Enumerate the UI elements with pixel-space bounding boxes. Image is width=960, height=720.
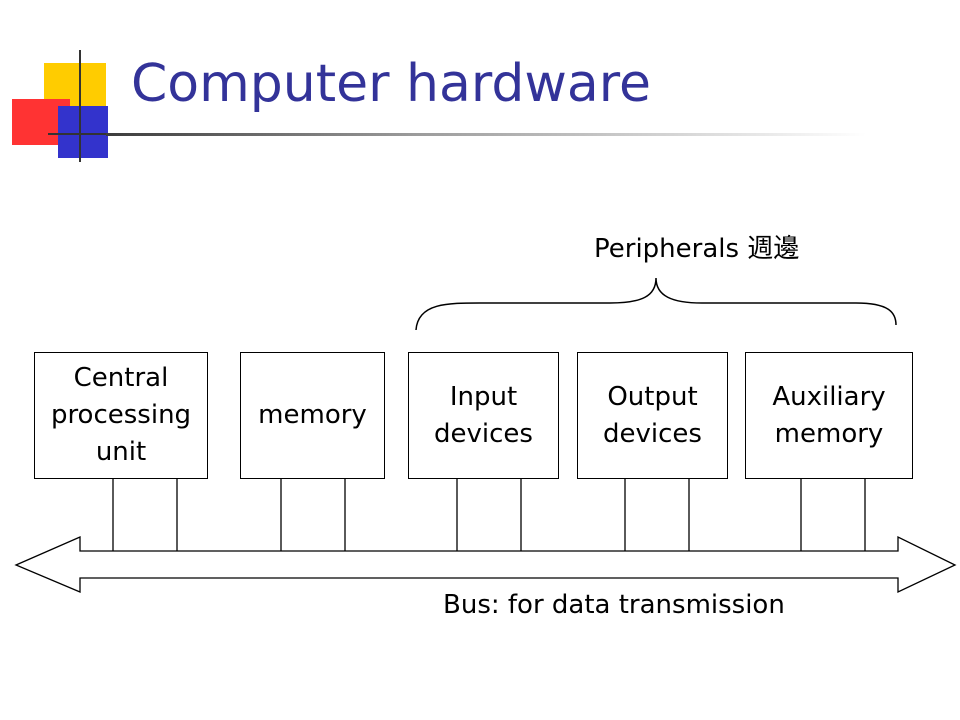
cpu-label: Central processing unit	[50, 363, 192, 467]
bus-connectors	[112, 479, 866, 552]
output-devices-label: Output devices	[603, 381, 702, 449]
slide-title: Computer hardware	[131, 54, 651, 114]
auxiliary-memory-label: Auxiliary memory	[772, 381, 886, 449]
memory-box: memory	[240, 352, 385, 479]
input-devices-box: Input devices	[408, 352, 559, 479]
input-devices-label: Input devices	[434, 381, 533, 449]
bus-label: Bus: for data transmission	[443, 590, 785, 620]
decorative-blue-square	[58, 106, 108, 158]
title-underline	[106, 133, 866, 136]
memory-label: memory	[258, 400, 367, 430]
output-devices-box: Output devices	[577, 352, 728, 479]
peripherals-label: Peripherals 週邊	[594, 234, 800, 264]
decorative-vertical-line	[79, 50, 81, 162]
cpu-box: Central processing unit	[34, 352, 208, 479]
decorative-horizontal-line	[48, 133, 130, 135]
peripherals-brace	[415, 277, 897, 331]
auxiliary-memory-box: Auxiliary memory	[745, 352, 913, 479]
bus-double-arrow	[14, 535, 957, 594]
